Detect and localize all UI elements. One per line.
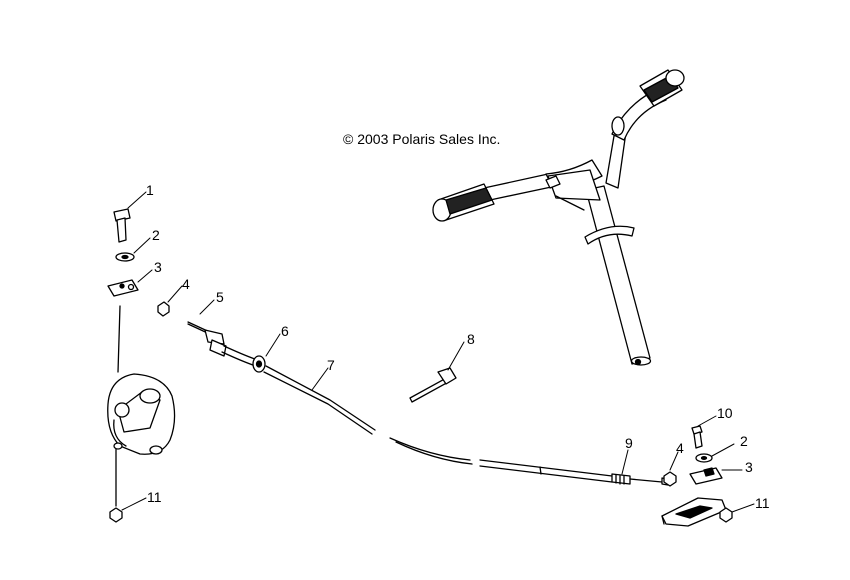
copyright-notice: © 2003 Polaris Sales Inc.: [343, 131, 501, 147]
callout-7: 7: [327, 357, 335, 373]
throttle-housing: [107, 373, 176, 455]
callout-10: 10: [717, 405, 733, 421]
leader-line: [117, 305, 121, 373]
callout-3: 3: [154, 259, 162, 275]
callout-leaders: [121, 191, 755, 513]
clamp-3: [107, 279, 139, 297]
callout-4: 4: [182, 276, 190, 292]
washer-2-right: [695, 453, 713, 463]
bolt-1: [113, 208, 131, 243]
nut-11-right: [719, 507, 733, 523]
callout-8: 8: [467, 331, 475, 347]
cable-tie-8: [409, 367, 457, 403]
bracket-plate: [661, 497, 727, 527]
nut-4-left: [157, 301, 170, 317]
nut-11-left: [109, 507, 123, 523]
washer-2: [115, 252, 135, 262]
callout-6: 6: [281, 323, 289, 339]
callout-5: 5: [216, 289, 224, 305]
callout-1: 1: [146, 182, 154, 198]
callout-3-right: 3: [745, 459, 753, 475]
throttle-cable: [187, 321, 669, 486]
callout-labels: 1 2 3 4 5 6 7 8 9 10 4 2 3 11 11: [146, 182, 770, 511]
nut-4-right: [663, 471, 677, 487]
callout-2: 2: [152, 227, 160, 243]
callout-11: 11: [147, 489, 162, 505]
callout-2-right: 2: [740, 433, 748, 449]
callout-11-right: 11: [755, 495, 770, 511]
callout-9: 9: [625, 435, 633, 451]
clamp-3-right: [689, 467, 723, 485]
callout-4-right: 4: [676, 440, 684, 456]
handlebar-assembly: [432, 69, 685, 366]
bolt-10: [691, 425, 703, 449]
